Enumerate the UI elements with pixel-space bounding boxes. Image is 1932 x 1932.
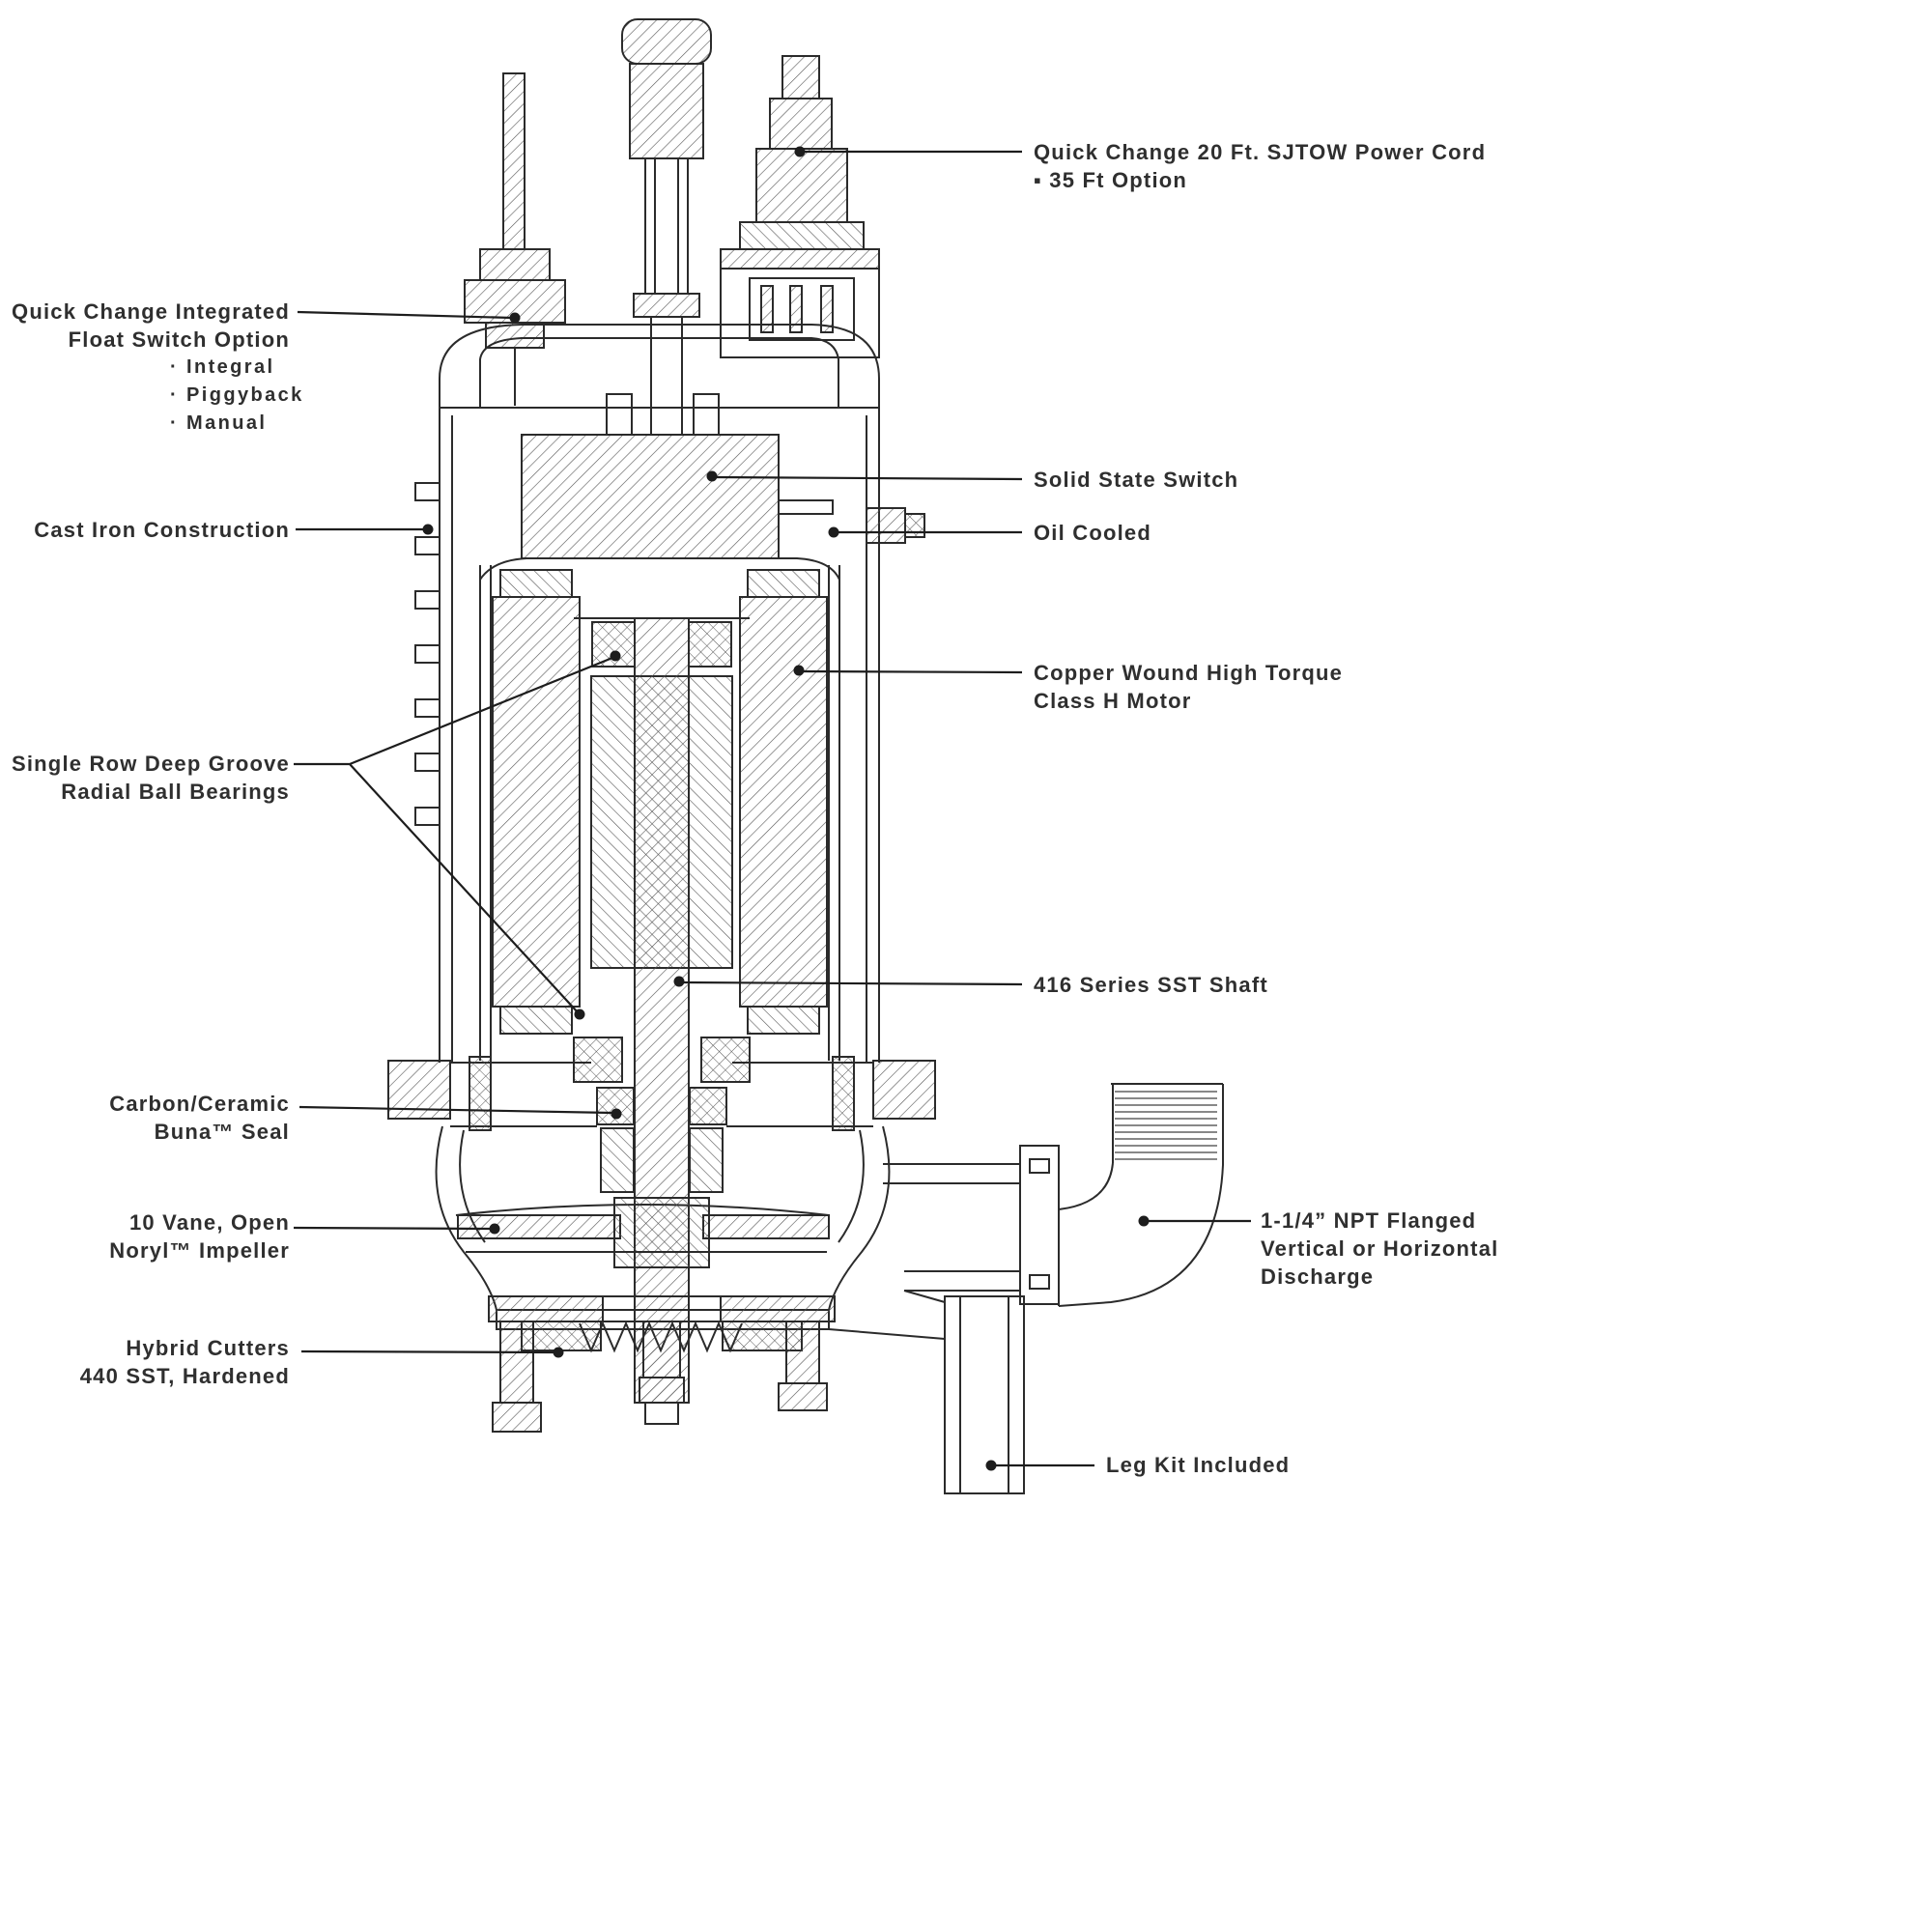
impeller-assembly <box>455 1197 830 1268</box>
callout-text: Quick Change 20 Ft. SJTOW Power Cord <box>1034 140 1487 164</box>
callout-bullet: · Manual <box>170 412 268 434</box>
solid-state-switch-block <box>521 393 834 559</box>
callout-discharge: 1-1/4” NPT Flanged Vertical or Horizonta… <box>1261 1207 1498 1291</box>
cord-connector-housing <box>720 248 880 358</box>
callout-text: 1-1/4” NPT Flanged <box>1261 1208 1477 1233</box>
callout-cast-iron: Cast Iron Construction <box>0 516 290 544</box>
float-switch-fitting <box>464 72 566 406</box>
callout-float-switch-option: Quick Change Integrated Float Switch Opt… <box>0 298 304 438</box>
stator-windings <box>479 557 840 1061</box>
callout-bearings: Single Row Deep Groove Radial Ball Beari… <box>0 750 290 806</box>
callout-text: Vertical or Horizontal <box>1261 1236 1499 1261</box>
callout-text: Single Row Deep Groove <box>11 752 290 776</box>
pump-shaft <box>634 617 690 1404</box>
seal-plate <box>450 1056 873 1131</box>
callout-text: Hybrid Cutters <box>126 1336 290 1360</box>
callout-text: ▪ 35 Ft Option <box>1034 168 1188 192</box>
callout-impeller: 10 Vane, Open Noryl™ Impeller <box>0 1208 290 1264</box>
callout-text: Oil Cooled <box>1034 521 1151 545</box>
callout-bullet-list: · Integral · Piggyback · Manual <box>0 354 304 438</box>
callout-text: 440 SST, Hardened <box>79 1364 290 1388</box>
callout-cutters: Hybrid Cutters 440 SST, Hardened <box>0 1334 290 1390</box>
callout-seal: Carbon/Ceramic Buna™ Seal <box>0 1090 290 1146</box>
callout-text: 416 Series SST Shaft <box>1034 973 1268 997</box>
callout-text: Leg Kit Included <box>1106 1453 1291 1477</box>
cutter-assembly <box>488 1295 836 1433</box>
callout-text: Buna™ Seal <box>154 1120 290 1144</box>
leader-lines <box>293 146 1251 1471</box>
callout-text: Class H Motor <box>1034 689 1192 713</box>
callout-text: Radial Ball Bearings <box>61 780 290 804</box>
callout-text: Quick Change Integrated <box>12 299 290 324</box>
discharge-elbow <box>883 1083 1224 1307</box>
callout-text: 10 Vane, Open <box>128 1210 290 1235</box>
callout-text: Float Switch Option <box>68 327 290 352</box>
callout-text: Solid State Switch <box>1034 468 1239 492</box>
callout-oil-cooled: Oil Cooled <box>1034 519 1151 547</box>
pump-drawing <box>387 18 1224 1494</box>
lifting-handle <box>621 18 712 435</box>
callout-bullet: · Piggyback <box>170 384 304 406</box>
callout-text: Discharge <box>1261 1264 1375 1289</box>
callout-power-cord: Quick Change 20 Ft. SJTOW Power Cord ▪ 3… <box>1034 138 1486 194</box>
callout-bullet: · Integral <box>170 356 275 378</box>
ball-bearings <box>573 617 751 1083</box>
mechanical-seal <box>596 1087 727 1193</box>
callout-motor: Copper Wound High Torque Class H Motor <box>1034 659 1343 715</box>
callout-text: Cast Iron Construction <box>34 518 290 542</box>
callout-shaft: 416 Series SST Shaft <box>1034 971 1268 999</box>
callout-solid-state-switch: Solid State Switch <box>1034 466 1238 494</box>
callout-text: Copper Wound High Torque <box>1034 661 1344 685</box>
callout-text: Carbon/Ceramic <box>109 1092 290 1116</box>
callout-text: Noryl™ Impeller <box>109 1238 290 1263</box>
callout-leg-kit: Leg Kit Included <box>1106 1451 1290 1479</box>
leg-stand-pipe <box>828 1290 1025 1494</box>
